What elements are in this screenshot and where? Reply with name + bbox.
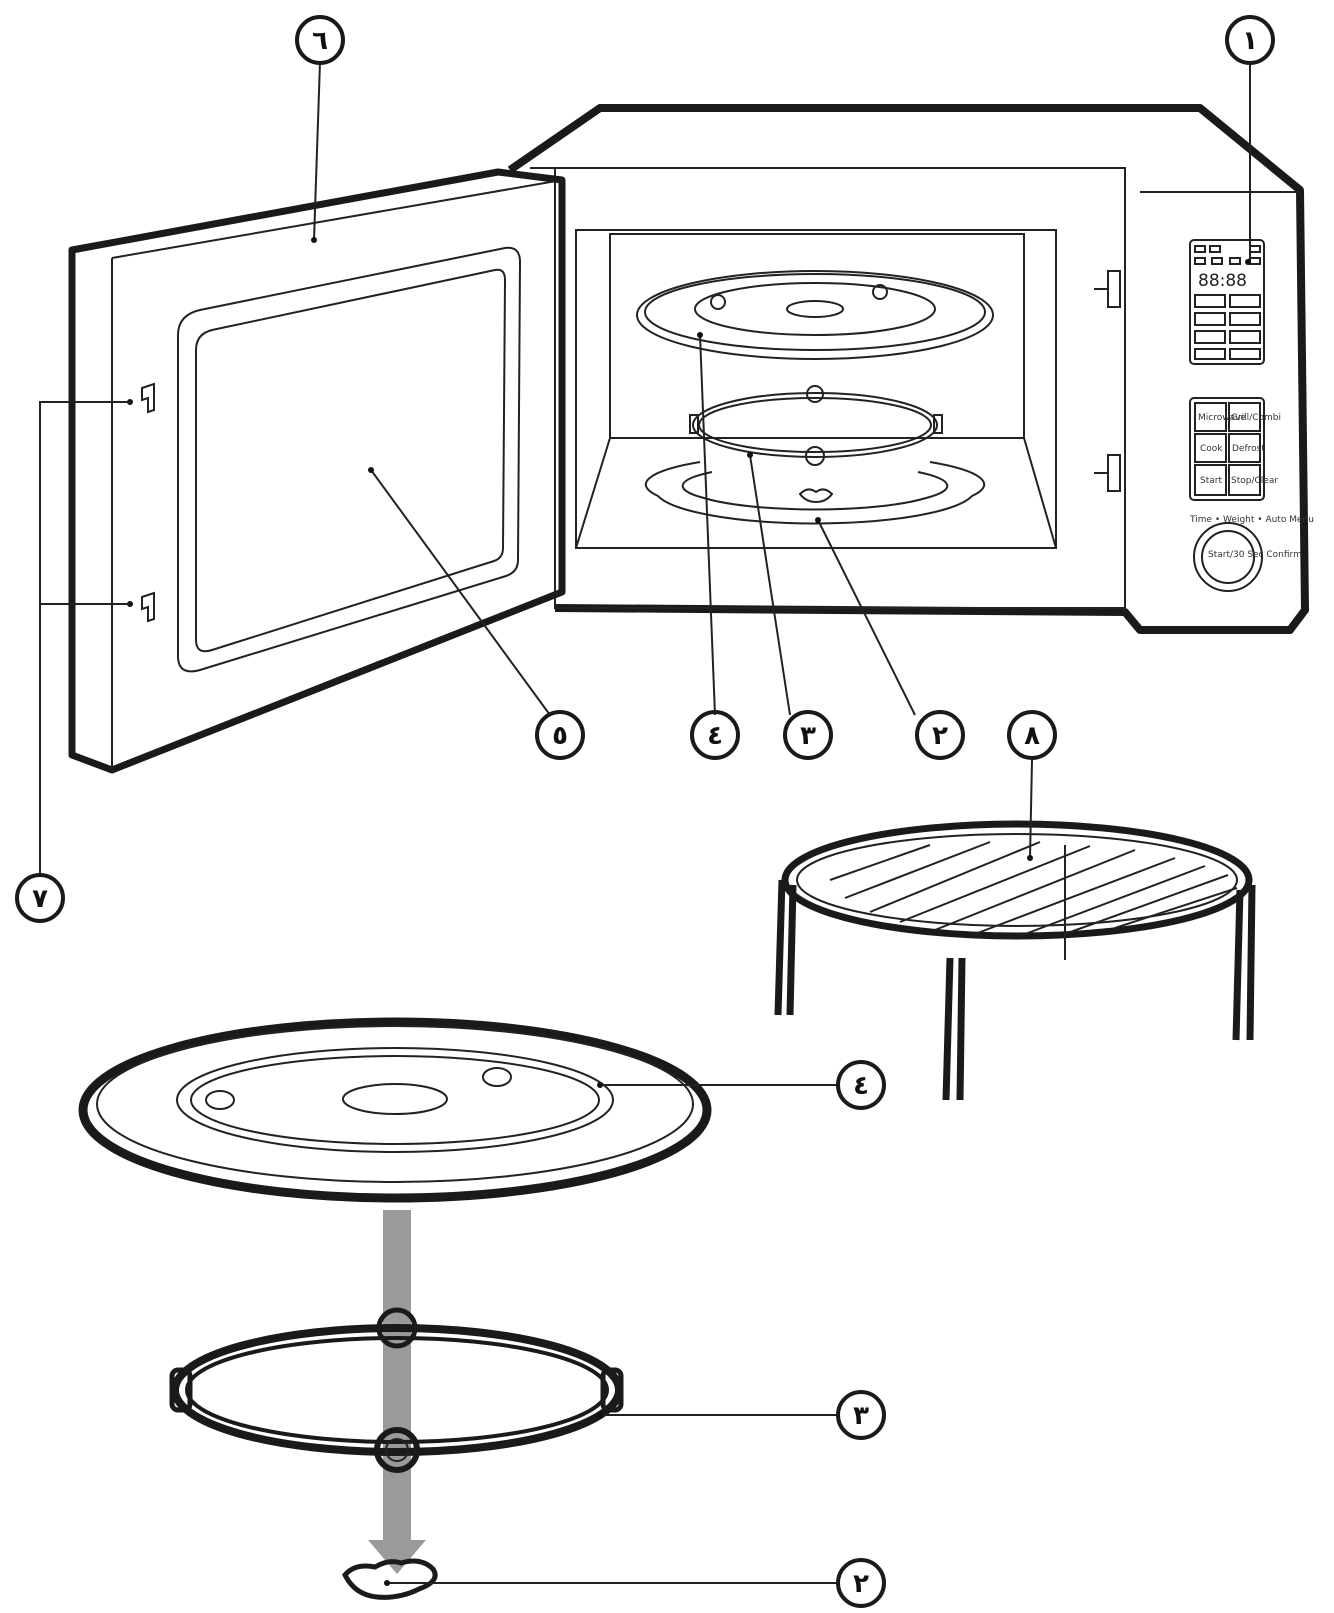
control-dial: Time • Weight • Auto Menu Start/30 Sec C… — [1189, 515, 1314, 592]
cook-button-label: Cook — [1200, 444, 1223, 454]
defrost-button-label: Defrost — [1232, 444, 1265, 454]
callout-4: ٤ — [690, 710, 740, 760]
stop-clear-button-label: Stop/Clear — [1231, 476, 1278, 486]
open-door — [68, 168, 566, 774]
door-latch-bottom — [1094, 454, 1121, 492]
microwave-button-label: Microwave — [1198, 413, 1246, 423]
callout-3-ring: ٣ — [836, 1390, 886, 1440]
turntable-recess-inside — [644, 461, 986, 525]
door-latch-top — [1094, 270, 1121, 308]
microwave-body — [507, 104, 1309, 634]
callout-2-label: ٢ — [932, 721, 948, 751]
defrost-button — [1228, 433, 1261, 463]
callout-6-label: ٦ — [312, 26, 328, 56]
exploded-roller-ring — [169, 1307, 624, 1473]
callout-4-tray-label: ٤ — [853, 1071, 869, 1101]
callout-4-label: ٤ — [707, 721, 723, 751]
glass-tray-inside — [636, 270, 994, 360]
callout-2: ٢ — [915, 710, 965, 760]
callout-2-coupler: ٢ — [836, 1558, 886, 1608]
callout-5: ٥ — [535, 710, 585, 760]
grill-rack — [774, 820, 1256, 1101]
cook-button — [1194, 433, 1227, 463]
panel-buttons: Microwave Grill/Combi Cook Defrost Start… — [1194, 402, 1281, 496]
start-button — [1194, 464, 1227, 496]
callout-8-label: ٨ — [1024, 721, 1040, 751]
start-button-label: Start — [1200, 476, 1222, 486]
microwave-button — [1194, 402, 1227, 432]
leader-lines — [39, 61, 1251, 1584]
panel-keys — [1194, 294, 1261, 360]
callout-3-label: ٣ — [800, 721, 816, 751]
control-panel: 88:88 Microwave Grill/Combi Cook Defrost… — [1189, 239, 1314, 592]
grill-combi-button-label: Grill/Combi — [1231, 413, 1281, 423]
assembly-arrow — [368, 1210, 426, 1574]
dial-ring-text: Time • Weight • Auto Menu — [1189, 515, 1314, 525]
callout-7-label: ٧ — [32, 884, 48, 914]
oven-cavity — [575, 229, 1057, 549]
panel-display: 88:88 — [1198, 271, 1247, 291]
callout-3-ring-label: ٣ — [853, 1401, 869, 1431]
door-hook-top — [127, 382, 155, 414]
callout-7: ٧ — [15, 873, 65, 923]
roller-ring-inside — [689, 385, 943, 466]
callout-6: ٦ — [295, 15, 345, 65]
dial-label: Start/30 Sec Confirm — [1208, 550, 1302, 560]
callout-2-coupler-label: ٢ — [853, 1569, 869, 1599]
stop-clear-button — [1228, 464, 1261, 496]
callout-1-label: ١ — [1242, 26, 1258, 56]
exploded-glass-tray — [78, 1017, 712, 1203]
grill-combi-button — [1228, 402, 1261, 432]
callout-5-label: ٥ — [552, 721, 568, 751]
leader-dots — [311, 237, 1251, 1586]
exploded-coupler — [342, 1558, 438, 1600]
callout-1: ١ — [1225, 15, 1275, 65]
door-hook-bottom — [127, 591, 155, 623]
callout-8: ٨ — [1007, 710, 1057, 760]
coupler-inside — [798, 488, 834, 504]
callout-3: ٣ — [783, 710, 833, 760]
callout-4-tray: ٤ — [836, 1060, 886, 1110]
